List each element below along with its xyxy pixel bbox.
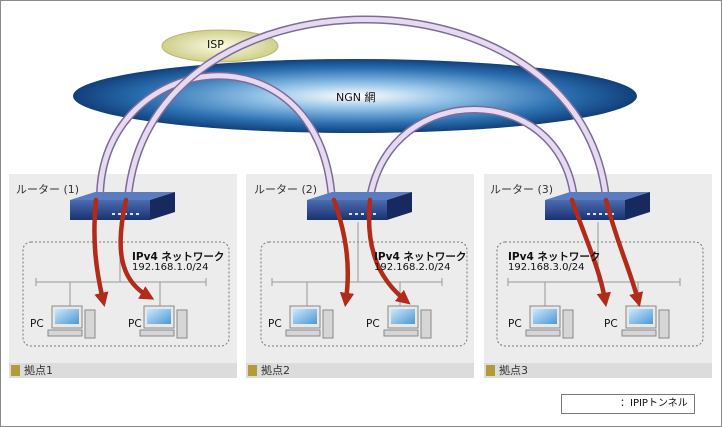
site-label: 拠点3 — [499, 364, 528, 377]
ngn-label: NGN 網 — [336, 91, 376, 104]
legend-box: ：IPIPトンネル — [561, 394, 695, 414]
tunnel-arrow-1a — [92, 197, 109, 308]
site-marker-icon — [486, 365, 495, 376]
tunnel-arrow-1b — [118, 197, 155, 300]
site-marker-icon — [11, 365, 20, 376]
pc-1b-icon — [139, 305, 188, 339]
tunnel-arrow-3b — [603, 197, 644, 307]
pc-icons — [47, 305, 670, 339]
site-marker-icon — [248, 365, 257, 376]
pc-label-3b: PC — [604, 318, 618, 330]
router-3 — [545, 192, 650, 220]
tunnel-pipe-1-2 — [96, 71, 336, 204]
pc-label-2b: PC — [366, 318, 380, 330]
pc-2a-icon — [285, 305, 334, 339]
tunnel-pipe-2-3 — [366, 105, 578, 202]
pc-label-1a: PC — [30, 318, 44, 330]
network-label-1: IPv4 ネットワーク — [132, 251, 225, 263]
network-label-2: IPv4 ネットワーク — [374, 251, 467, 263]
site-footer: 拠点1 — [9, 363, 237, 378]
lan-area-1 — [22, 241, 230, 347]
tunnel-pipe-1-3 — [124, 15, 610, 202]
site-footer: 拠点3 — [484, 363, 712, 378]
pc-label-2a: PC — [268, 318, 282, 330]
site-label: 拠点2 — [261, 364, 290, 377]
pc-3a-icon — [525, 305, 574, 339]
tunnel-arrow-2b — [366, 197, 411, 305]
router-label-2: ルーター (2) — [254, 183, 318, 196]
router-label-3: ルーター (3) — [490, 183, 554, 196]
tunnel-arrow-2a — [331, 197, 355, 308]
pc-3b-icon — [621, 305, 670, 339]
site-footer: 拠点2 — [246, 363, 474, 378]
network-label-3: IPv4 ネットワーク — [508, 251, 601, 263]
pc-label-1b: PC — [128, 318, 142, 330]
router-2 — [307, 192, 412, 220]
router-1 — [70, 192, 175, 220]
pc-1a-icon — [47, 305, 96, 339]
tunnel-arrow-3a — [569, 197, 611, 308]
tunnel-pipes — [96, 15, 610, 204]
site-label: 拠点1 — [24, 364, 53, 377]
lan-area-3 — [496, 241, 704, 347]
legend-label: ：IPIPトンネル — [620, 398, 688, 409]
router-label-1: ルーター (1) — [16, 183, 80, 196]
pc-2b-icon — [383, 305, 432, 339]
isp-label: ISP — [207, 38, 224, 51]
network-address-3: 192.168.3.0/24 — [508, 262, 585, 273]
network-address-2: 192.168.2.0/24 — [374, 262, 451, 273]
pc-label-3a: PC — [508, 318, 522, 330]
lan-area-2 — [260, 241, 468, 347]
network-address-1: 192.168.1.0/24 — [132, 262, 209, 273]
tunnel-arrows — [92, 197, 644, 308]
